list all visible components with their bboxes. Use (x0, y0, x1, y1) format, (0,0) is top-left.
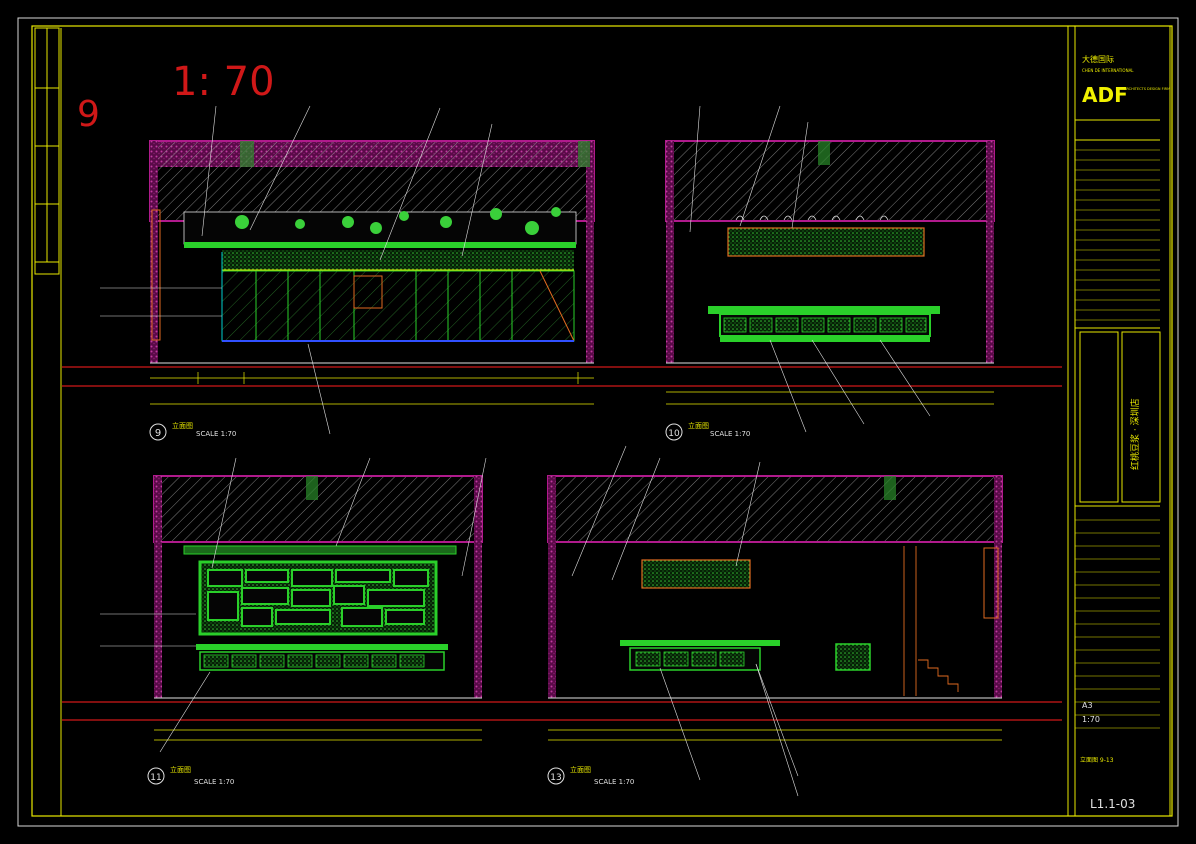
floor-lines (62, 366, 1062, 721)
view-10-scale: SCALE 1:70 (710, 430, 750, 438)
company-name-en: CHEN DE INTERNATIONAL (1082, 68, 1134, 73)
view-13-title: 立面图 (570, 765, 591, 774)
view-10-title: 立面图 (688, 421, 709, 430)
view-9-number: 9 (155, 428, 161, 439)
drawing-scale: 1:70 (1082, 715, 1100, 724)
sheet-number: L1.1-03 (1090, 797, 1135, 811)
paper-size: A3 (1082, 701, 1093, 710)
view-9-scale: SCALE 1:70 (196, 430, 236, 438)
company-logo-sub: ARCHITECTS DESIGN FIRM (1124, 87, 1170, 91)
view-9-title: 立面图 (172, 421, 193, 430)
company-logo: ADF (1082, 83, 1128, 107)
scale-annotation: 1: 70 (172, 59, 275, 105)
elevation-view-9: 9 立面图 SCALE 1:70 (100, 105, 595, 441)
elevation-view-13: 13 立面图 SCALE 1:70 (547, 445, 1003, 797)
drawing-number-annotation: 9 (77, 94, 100, 135)
company-name-cn: 大德国际 (1082, 54, 1114, 64)
view-13-scale: SCALE 1:70 (594, 778, 634, 786)
view-13-number: 13 (550, 773, 561, 783)
inner-frame (31, 25, 1173, 817)
project-name: 红桃豆浆 · 深圳店 (1129, 398, 1141, 470)
view-11-scale: SCALE 1:70 (194, 778, 234, 786)
title-block: 大德国际 CHEN DE INTERNATIONAL ADF ARCHITECT… (1067, 25, 1171, 817)
sheet-title: 立面图 9-13 (1080, 756, 1114, 764)
outer-frame (17, 17, 1179, 827)
view-10-number: 10 (668, 429, 680, 439)
elevation-view-11: 11 立面图 SCALE 1:70 (100, 457, 487, 786)
revision-strip (34, 27, 62, 816)
elevation-view-10: 10 立面图 SCALE 1:70 (665, 105, 995, 441)
view-11-number: 11 (150, 773, 161, 783)
view-11-title: 立面图 (170, 765, 191, 774)
